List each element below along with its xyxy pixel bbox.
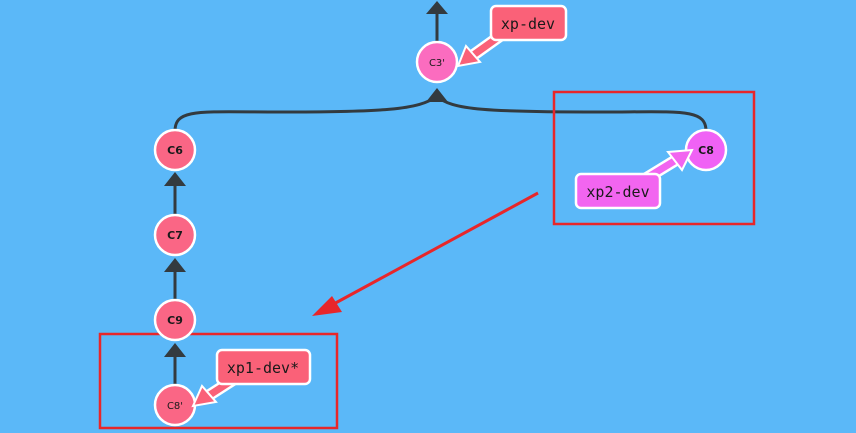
commit-c3p-label: C3' (429, 58, 445, 69)
commit-edges (164, 1, 708, 384)
ref-xp-dev[interactable]: xp-dev (489, 4, 568, 42)
commit-c7-label: C7 (167, 229, 183, 242)
commit-c8p-label: C8' (167, 401, 183, 412)
commit-c7[interactable]: C7 (153, 213, 197, 257)
edge-merge-arrowhead (426, 88, 448, 102)
commit-c9-label: C9 (167, 314, 183, 327)
ref-xp1-dev-label: xp1-dev* (227, 359, 299, 377)
commit-c9[interactable]: C9 (153, 298, 197, 342)
edge-c9-to-c7-arrowhead (164, 258, 186, 272)
edge-c3p-parent-arrowhead (426, 1, 448, 14)
edge-c6-to-c3p (173, 94, 438, 132)
edge-c8-to-c3p (435, 94, 708, 132)
edge-c8p-to-c9-arrowhead (164, 343, 186, 357)
ref-xp-dev-label: xp-dev (501, 15, 555, 33)
ref-xp2-dev[interactable]: xp2-dev (574, 172, 662, 210)
ref-xp1-dev[interactable]: xp1-dev* (215, 348, 312, 386)
ref-xp2-dev-label: xp2-dev (586, 183, 649, 201)
highlight-box-xp2-dev (552, 90, 756, 226)
commit-c8p[interactable]: C8' (153, 383, 197, 427)
move-arrow (312, 191, 539, 316)
commit-c8-label: C8 (698, 144, 714, 157)
commit-c6[interactable]: C6 (153, 128, 197, 172)
ref-xp1-dev-pointer (191, 372, 240, 408)
commit-c6-label: C6 (167, 144, 183, 157)
commit-c3p[interactable]: C3' (415, 40, 459, 84)
edge-c7-to-c6-arrowhead (164, 172, 186, 186)
highlight-box-xp1-dev (98, 332, 339, 430)
